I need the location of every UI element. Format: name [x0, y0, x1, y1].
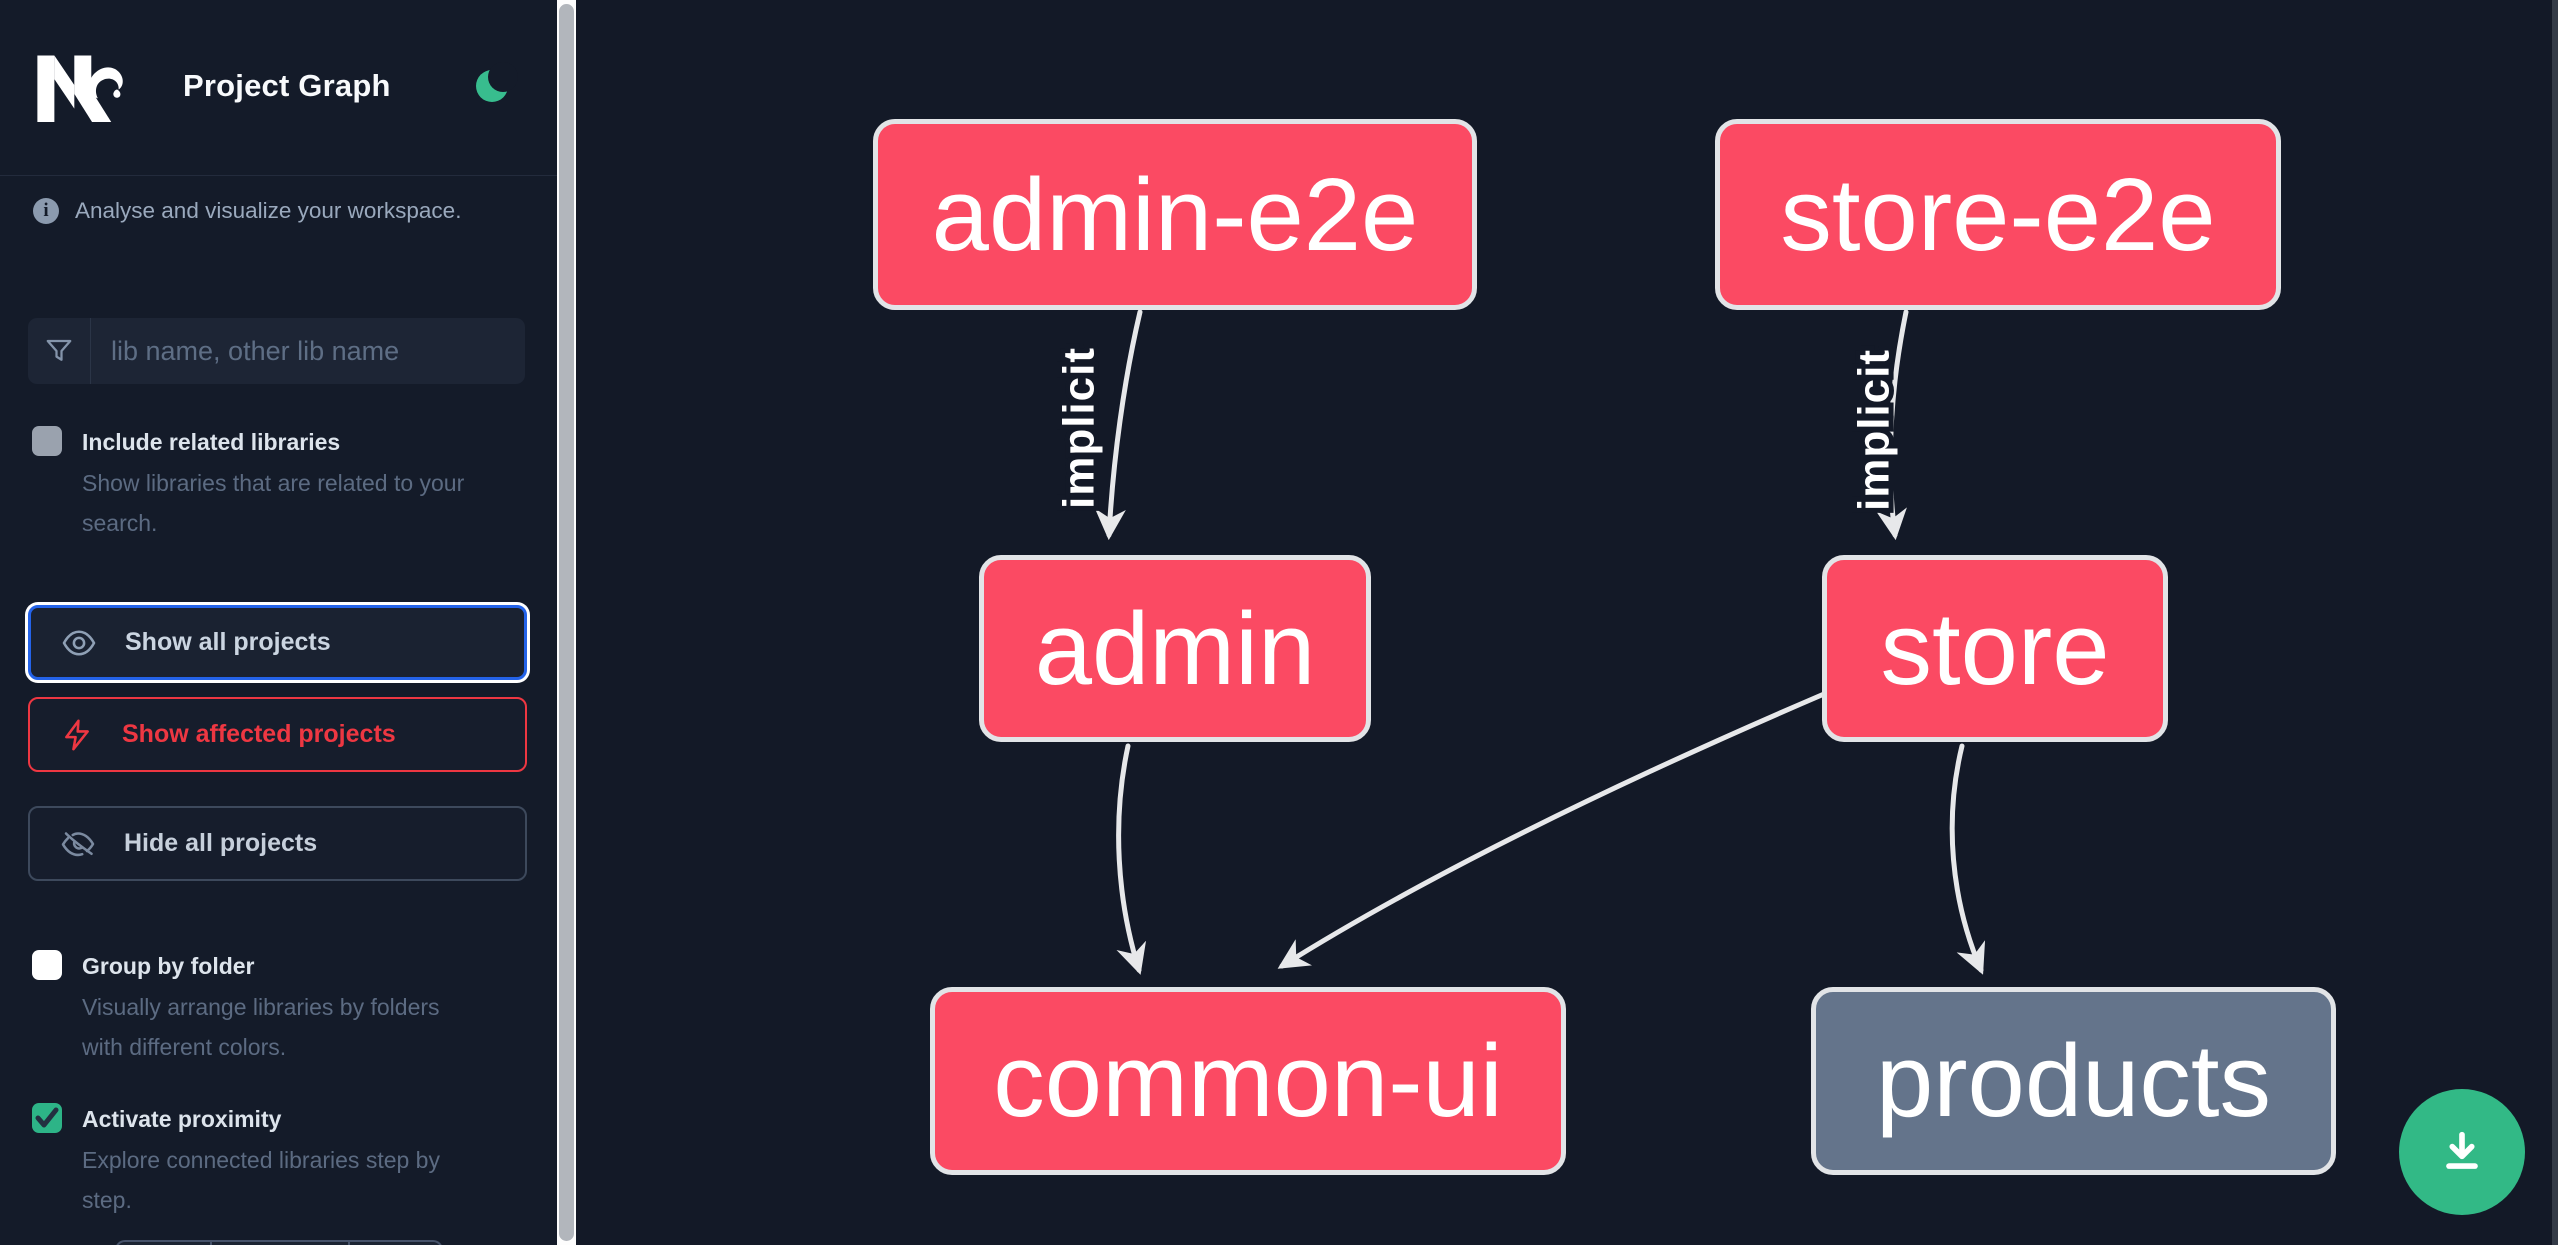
node-label: admin-e2e	[931, 156, 1419, 272]
eye-icon	[62, 629, 96, 656]
edge-store-e2e-to-store	[1876, 309, 1909, 541]
sidebar-scrollbar-thumb[interactable]	[559, 4, 574, 1241]
download-image-button[interactable]	[2399, 1089, 2525, 1215]
button-label: Show affected projects	[122, 720, 396, 748]
segment-option[interactable]	[117, 1242, 212, 1245]
download-icon	[2446, 1131, 2478, 1169]
edge-label-implicit: implicit	[1055, 347, 1104, 509]
edge-store-to-common-ui	[1277, 691, 1827, 969]
node-label: store-e2e	[1780, 156, 2216, 272]
option-label: Include related libraries	[82, 429, 341, 455]
edge-store-to-products	[1949, 743, 1986, 975]
grouping-segmented-control[interactable]	[115, 1240, 443, 1245]
edge-admin-to-common-ui	[1116, 743, 1147, 975]
nx-logo-icon	[37, 55, 123, 122]
option-activate-proximity: Activate proximity Explore connected lib…	[32, 1101, 532, 1220]
option-group-by-folder: Group by folder Visually arrange librari…	[32, 948, 532, 1067]
show-affected-projects-button[interactable]: Show affected projects	[28, 697, 527, 772]
option-description: Explore connected libraries step by step…	[82, 1147, 440, 1213]
option-description: Visually arrange libraries by folders wi…	[82, 994, 440, 1060]
node-label: admin	[1034, 590, 1316, 706]
page-scrollbar[interactable]	[2552, 0, 2558, 1245]
node-label: common-ui	[993, 1023, 1503, 1138]
button-label: Show all projects	[125, 628, 331, 656]
show-all-projects-button[interactable]: Show all projects	[28, 605, 527, 680]
segment-option[interactable]	[212, 1242, 350, 1245]
hide-all-projects-button[interactable]: Hide all projects	[28, 806, 527, 881]
node-store[interactable]: store	[1822, 555, 2168, 742]
node-store-e2e[interactable]: store-e2e	[1715, 119, 2281, 310]
option-include-related: Include related libraries Show libraries…	[32, 424, 532, 543]
page-title: Project Graph	[183, 68, 391, 103]
node-admin-e2e[interactable]: admin-e2e	[873, 119, 1477, 310]
node-label: products	[1875, 1023, 2272, 1138]
sidebar: Project Graph i Analyse and visualize yo…	[0, 0, 558, 1245]
sidebar-header: Project Graph	[0, 0, 558, 176]
sidebar-scrollbar[interactable]	[557, 0, 576, 1245]
option-description: Show libraries that are related to your …	[82, 470, 465, 536]
project-graph-canvas[interactable]: implicit implicit admin-e2e store-e2e ad…	[576, 0, 2558, 1245]
eye-off-icon	[61, 831, 95, 856]
option-label: Group by folder	[82, 953, 255, 979]
checkmark-icon	[35, 1107, 59, 1128]
search-box	[28, 318, 525, 384]
edge-admin-e2e-to-admin	[1094, 309, 1143, 541]
node-products[interactable]: products	[1811, 987, 2336, 1175]
node-common-ui[interactable]: common-ui	[930, 987, 1566, 1175]
funnel-icon	[28, 318, 91, 384]
theme-toggle-button[interactable]	[472, 62, 518, 106]
edge-label-implicit: implicit	[1850, 349, 1899, 511]
include-related-checkbox[interactable]	[32, 426, 62, 456]
moon-icon	[476, 62, 518, 102]
button-label: Hide all projects	[124, 829, 318, 857]
tagline-text: Analyse and visualize your workspace.	[75, 198, 462, 223]
bolt-icon	[65, 719, 89, 750]
graph-edges: implicit implicit	[1050, 309, 1986, 975]
workspace-info: i Analyse and visualize your workspace.	[33, 198, 461, 224]
node-label: store	[1880, 590, 2110, 706]
node-admin[interactable]: admin	[979, 555, 1371, 742]
option-label: Activate proximity	[82, 1106, 282, 1132]
info-icon: i	[33, 198, 59, 224]
activate-proximity-checkbox[interactable]	[32, 1103, 62, 1133]
search-input[interactable]	[91, 318, 525, 384]
group-by-folder-checkbox[interactable]	[32, 950, 62, 980]
